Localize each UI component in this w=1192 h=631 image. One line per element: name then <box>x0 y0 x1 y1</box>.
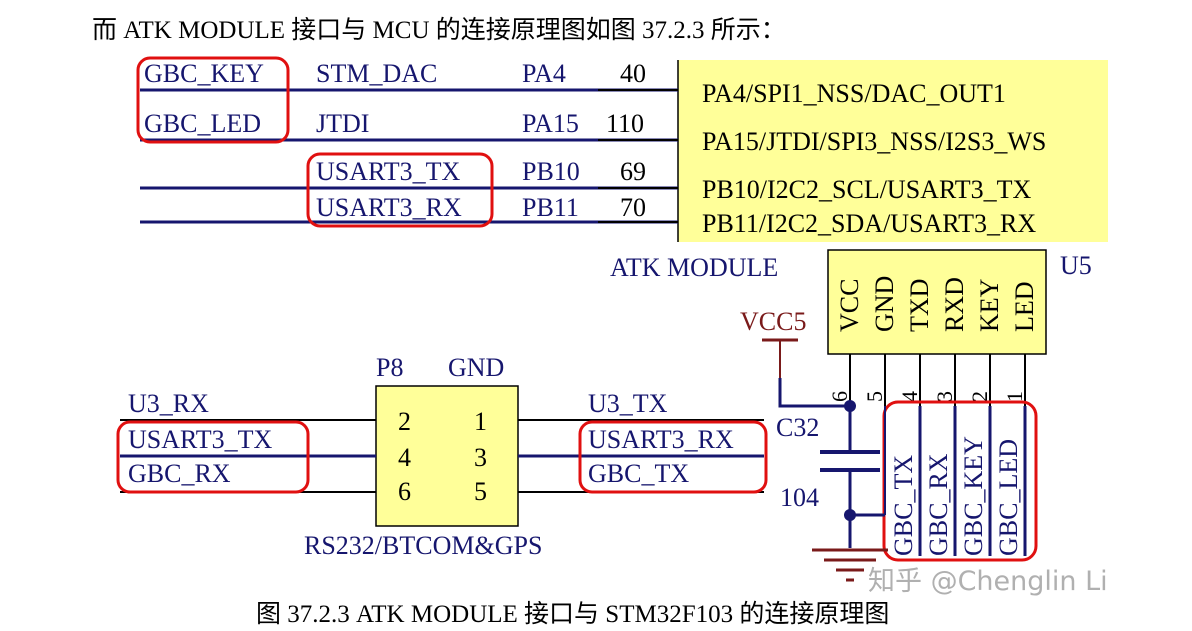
func-label: STM_DAC <box>316 59 437 88</box>
atk-pin-number: 1 <box>1002 391 1027 402</box>
p8-right-net: USART3_RX <box>588 425 734 454</box>
mcu-pin-function: PB11/I2C2_SDA/USART3_RX <box>702 209 1036 238</box>
atk-net-label: GBC_RX <box>924 453 953 556</box>
port-label: PB11 <box>522 193 579 222</box>
ground-icon <box>812 548 888 582</box>
atk-module-title: ATK MODULE <box>610 253 778 282</box>
intro-text: 而 ATK MODULE 接口与 MCU 的连接原理图如图 37.2.3 所示： <box>92 16 786 44</box>
mcu-pin-function: PA4/SPI1_NSS/DAC_OUT1 <box>702 79 1006 108</box>
pin-number: 110 <box>606 109 644 138</box>
watermark: 知乎 @Chenglin Li <box>868 566 1108 597</box>
cap-value: 104 <box>780 483 819 512</box>
atk-pin-number: 4 <box>897 391 922 402</box>
highlight-gbc-key-led <box>136 56 290 144</box>
func-label: USART3_RX <box>316 193 462 222</box>
atk-pin-label: TXD <box>905 279 934 332</box>
p8-pin-number: 5 <box>474 477 487 506</box>
p8-pin-number: 3 <box>474 443 487 472</box>
atk-pin-number: 3 <box>932 391 957 402</box>
p8-right-net: GBC_TX <box>588 459 689 488</box>
atk-pin-number: 2 <box>967 391 992 402</box>
atk-module-body <box>827 249 1047 355</box>
mcu-chip-body <box>678 60 1108 242</box>
atk-net-label: GBC_KEY <box>959 436 988 556</box>
p8-pin-number: 2 <box>398 407 411 436</box>
p8-caption: RS232/BTCOM&GPS <box>304 531 542 560</box>
p8-pin-number: 6 <box>398 477 411 506</box>
atk-pin-label: VCC <box>835 279 864 332</box>
highlight-p8-left <box>116 420 310 494</box>
atk-pin-number: 6 <box>827 391 852 402</box>
vcc5-label: VCC5 <box>740 307 806 336</box>
atk-net-label: GBC_TX <box>889 455 918 556</box>
func-label: USART3_TX <box>316 157 461 186</box>
p8-right-top-label: U3_TX <box>588 389 668 418</box>
pin-number: 40 <box>620 59 646 88</box>
highlight-usart3 <box>306 152 494 228</box>
pin-number: 70 <box>620 193 646 222</box>
vcc-to-cap-wire <box>778 378 850 408</box>
p8-pin-number: 1 <box>474 407 487 436</box>
highlight-p8-right <box>578 420 768 494</box>
atk-pin-number: 5 <box>862 391 887 402</box>
p8-left-net: USART3_TX <box>128 425 273 454</box>
atk-module-ref: U5 <box>1060 251 1092 280</box>
p8-left-net: GBC_RX <box>128 459 231 488</box>
atk-pin-label: KEY <box>975 278 1004 332</box>
port-label: PB10 <box>522 157 580 186</box>
p8-left-top-label: U3_RX <box>128 389 209 418</box>
p8-ref: P8 <box>376 353 403 382</box>
atk-pin-label: LED <box>1010 281 1039 332</box>
p8-gnd-label: GND <box>448 353 504 382</box>
mcu-pin-function: PA15/JTDI/SPI3_NSS/I2S3_WS <box>702 127 1046 156</box>
net-label: GBC_KEY <box>144 59 264 88</box>
atk-pin-label: RXD <box>940 277 969 332</box>
figure-caption: 图 37.2.3 ATK MODULE 接口与 STM32F103 的连接原理图 <box>256 600 889 628</box>
pin-number: 69 <box>620 157 646 186</box>
cap-ref: C32 <box>776 413 819 442</box>
atk-net-label: GBC_LED <box>994 439 1023 556</box>
junction-dot <box>844 509 856 521</box>
p8-pin-number: 4 <box>398 443 411 472</box>
atk-pin-label: GND <box>870 276 899 332</box>
port-label: PA15 <box>522 109 579 138</box>
p8-body <box>375 385 519 527</box>
port-label: PA4 <box>522 59 566 88</box>
func-label: JTDI <box>316 109 369 138</box>
net-label: GBC_LED <box>144 109 261 138</box>
mcu-pin-function: PB10/I2C2_SCL/USART3_TX <box>702 175 1031 204</box>
